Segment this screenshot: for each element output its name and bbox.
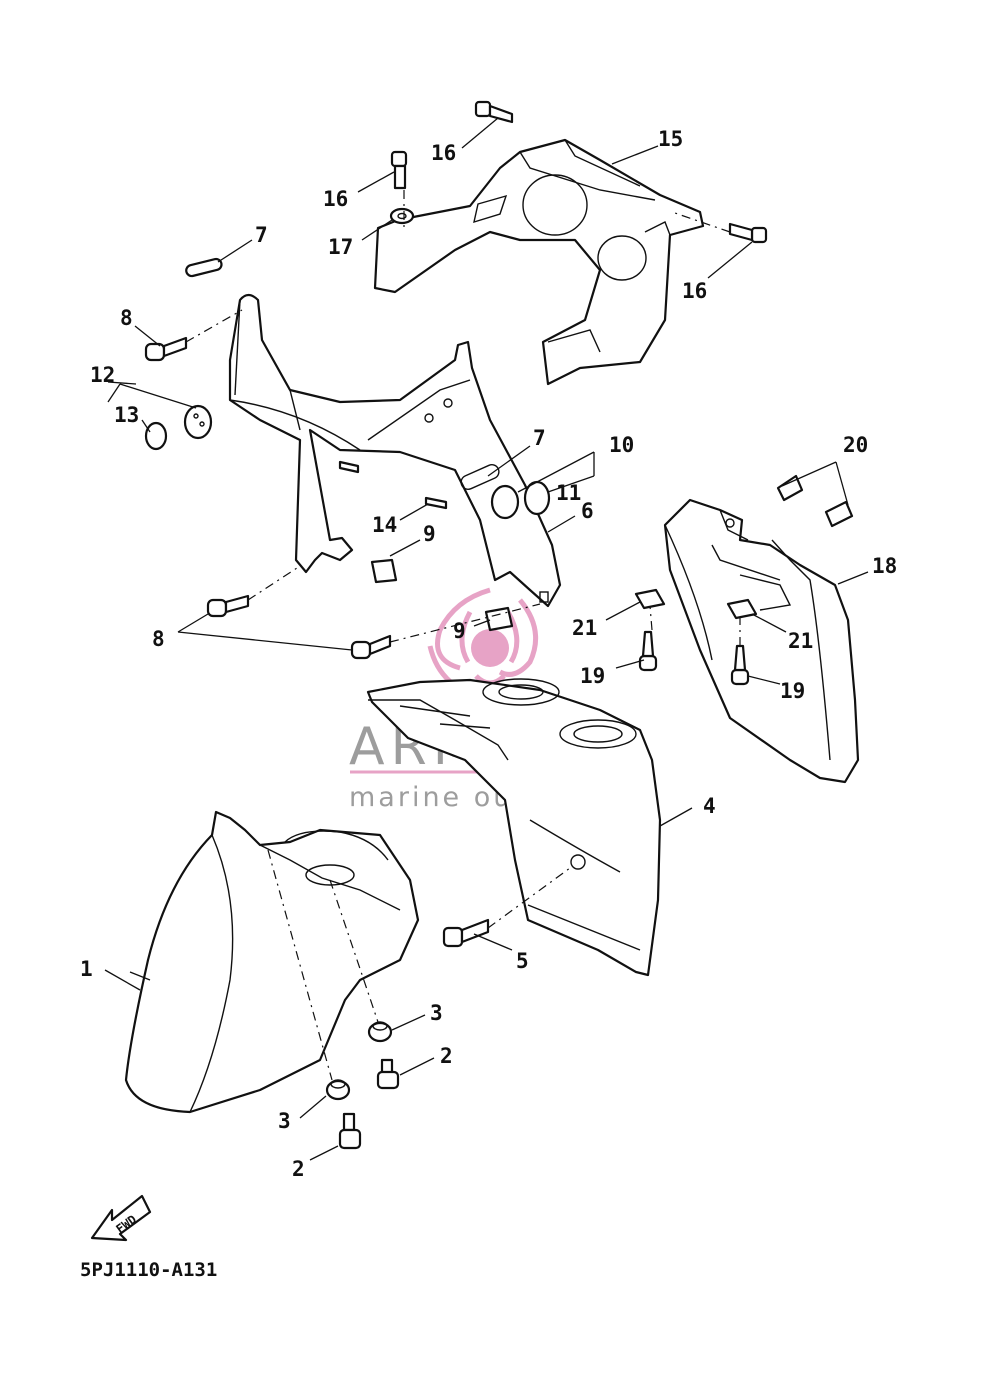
callout-11: 11 <box>556 481 581 505</box>
callout-19-right: 19 <box>780 679 805 703</box>
callout-20: 20 <box>843 433 868 457</box>
callout-16-mid: 16 <box>323 187 348 211</box>
screw-8-lower-a <box>206 594 250 618</box>
callout-2-upper: 2 <box>440 1044 453 1068</box>
bolt-16-mid <box>390 150 408 190</box>
part-15-upper-bracket <box>373 138 705 386</box>
grommet-10 <box>490 484 520 520</box>
callout-9-lower: 9 <box>453 619 466 643</box>
part-6-front-cowl <box>228 293 562 608</box>
part-4-lower-cover <box>366 678 662 977</box>
callout-labels: 1 2 2 3 3 4 5 6 7 7 8 8 9 9 10 11 12 13 … <box>80 127 897 1181</box>
nut-3-lower <box>325 1079 351 1101</box>
callout-8-lower: 8 <box>152 627 165 651</box>
part-1-front-fender <box>124 810 420 1114</box>
callout-3-lower: 3 <box>278 1109 291 1133</box>
grommet-12 <box>183 404 213 440</box>
callout-5: 5 <box>516 949 529 973</box>
fasteners <box>144 100 854 1150</box>
callout-13: 13 <box>114 403 139 427</box>
callout-16-right: 16 <box>682 279 707 303</box>
screw-19-b <box>730 644 750 686</box>
assembly-lines <box>185 190 741 1081</box>
callout-21-left: 21 <box>572 616 597 640</box>
callout-2-lower: 2 <box>292 1157 305 1181</box>
callout-8-upper: 8 <box>120 306 133 330</box>
cap-13 <box>144 421 168 451</box>
screw-14-b <box>338 460 360 474</box>
screw-20-b <box>824 500 854 528</box>
callout-9-upper: 9 <box>423 522 436 546</box>
callout-4: 4 <box>703 794 716 818</box>
callout-18: 18 <box>872 554 897 578</box>
washer-17 <box>389 207 415 225</box>
nut-21-b <box>726 598 758 620</box>
diagram-code: 5PJ1110-A131 <box>80 1259 217 1281</box>
fwd-arrow-icon: FWD <box>90 1194 152 1242</box>
bolt-16-top <box>474 100 514 124</box>
screw-14 <box>424 496 448 510</box>
callout-15: 15 <box>658 127 683 151</box>
part-18-side-cover <box>663 498 860 784</box>
callout-19-left: 19 <box>580 664 605 688</box>
callout-6: 6 <box>581 499 594 523</box>
callout-17: 17 <box>328 235 353 259</box>
collar-7 <box>185 257 223 278</box>
screw-19-a <box>638 630 658 672</box>
clip-9-b <box>484 606 514 632</box>
callout-1: 1 <box>80 957 93 981</box>
screw-8-lower-b <box>350 634 392 660</box>
callout-3-upper: 3 <box>430 1001 443 1025</box>
screw-8-upper <box>144 336 188 362</box>
nut-21-a <box>634 588 666 610</box>
bolt-2-lower <box>338 1112 362 1150</box>
screw-20-a <box>776 474 804 502</box>
callout-16-top: 16 <box>431 141 456 165</box>
callout-10: 10 <box>609 433 634 457</box>
callout-21-right: 21 <box>788 629 813 653</box>
nut-3-upper <box>367 1021 393 1043</box>
leader-lines <box>104 117 869 1161</box>
callout-14: 14 <box>372 513 397 537</box>
bolt-5 <box>442 918 490 948</box>
callout-12: 12 <box>90 363 115 387</box>
callout-7-top: 7 <box>255 223 268 247</box>
bolt-2-upper <box>376 1058 400 1090</box>
callout-7-cowl: 7 <box>533 426 546 450</box>
clip-9-a <box>370 558 398 584</box>
bolt-16-right <box>728 222 768 244</box>
propeller-logo-icon <box>427 587 539 703</box>
